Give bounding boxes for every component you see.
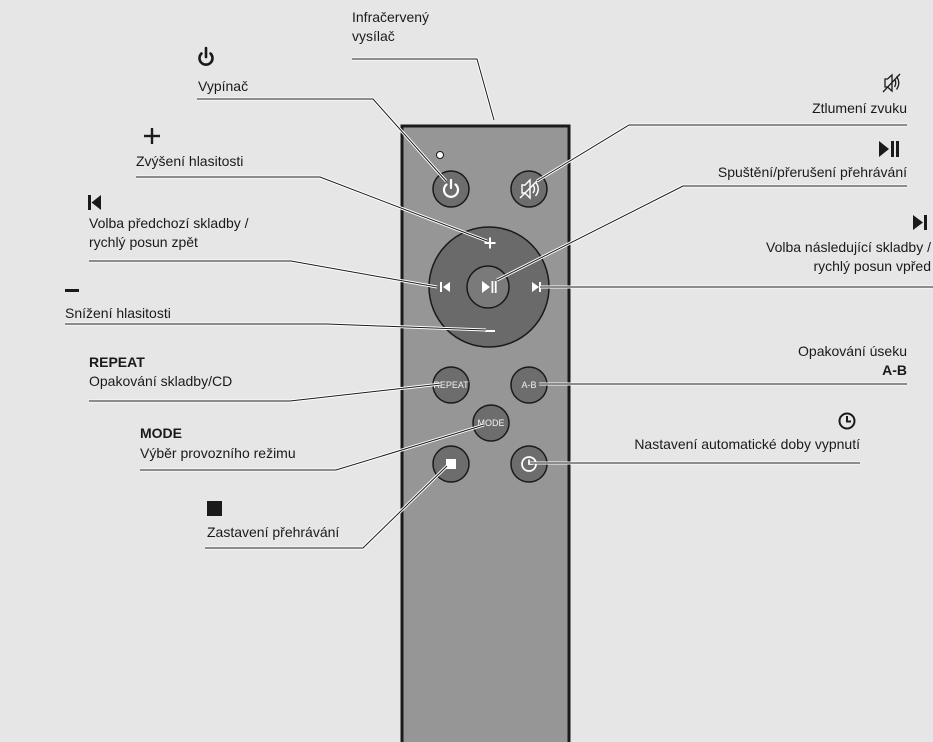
plus-icon [484,237,496,249]
ir-emitter [436,151,444,159]
sleep-callout-icon [838,412,856,430]
stop-button-icon [446,459,456,469]
mode-button[interactable] [472,404,510,442]
sleep-label: Nastavení automatické doby vypnutí [634,436,860,452]
next-label-line2: rychlý posun vpřed [813,258,931,274]
play-pause-callout-icon [879,141,899,157]
plus-callout-icon [144,128,160,144]
ab-button-label: A-B [521,380,536,390]
minus-callout-icon [65,289,79,292]
repeat-label-desc: Opakování skladby/CD [89,373,232,389]
ab-label-title: A-B [882,362,907,378]
leader-lines [65,57,933,550]
next-callout-icon [913,215,927,230]
repeat-label-title: REPEAT [89,354,145,370]
mute-label: Ztlumení zvuku [812,100,907,116]
ab-label-desc: Opakování úseku [798,343,907,359]
prev-callout-icon [88,195,101,210]
vol-down-label: Snížení hlasitosti [65,305,171,321]
power-button-icon [442,178,460,198]
vol-up-label: Zvýšení hlasitosti [136,153,243,169]
stop-label: Zastavení přehrávání [207,524,339,540]
power-label: Vypínač [198,78,248,94]
ir-label-line1: Infračervený [352,9,429,25]
mode-label-desc: Výběr provozního režimu [140,445,296,461]
play-pause-label: Spuštění/přerušení přehrávání [718,164,907,180]
mode-label-title: MODE [140,425,182,441]
prev-label-line2: rychlý posun zpět [89,234,198,250]
ir-label-line2: vysílač [352,28,395,44]
mute-callout-icon [882,73,901,93]
play-pause-icon [482,281,497,293]
next-label-line1: Volba následující skladby / [766,239,931,255]
stop-callout-icon [207,501,222,516]
power-callout-icon [198,46,214,66]
prev-icon [440,282,450,292]
mute-button-icon [519,178,539,200]
repeat-button-label: REPEAT [433,380,469,390]
mode-button-label: MODE [478,418,505,428]
prev-label-line1: Volba předchozí skladby / [89,215,249,231]
